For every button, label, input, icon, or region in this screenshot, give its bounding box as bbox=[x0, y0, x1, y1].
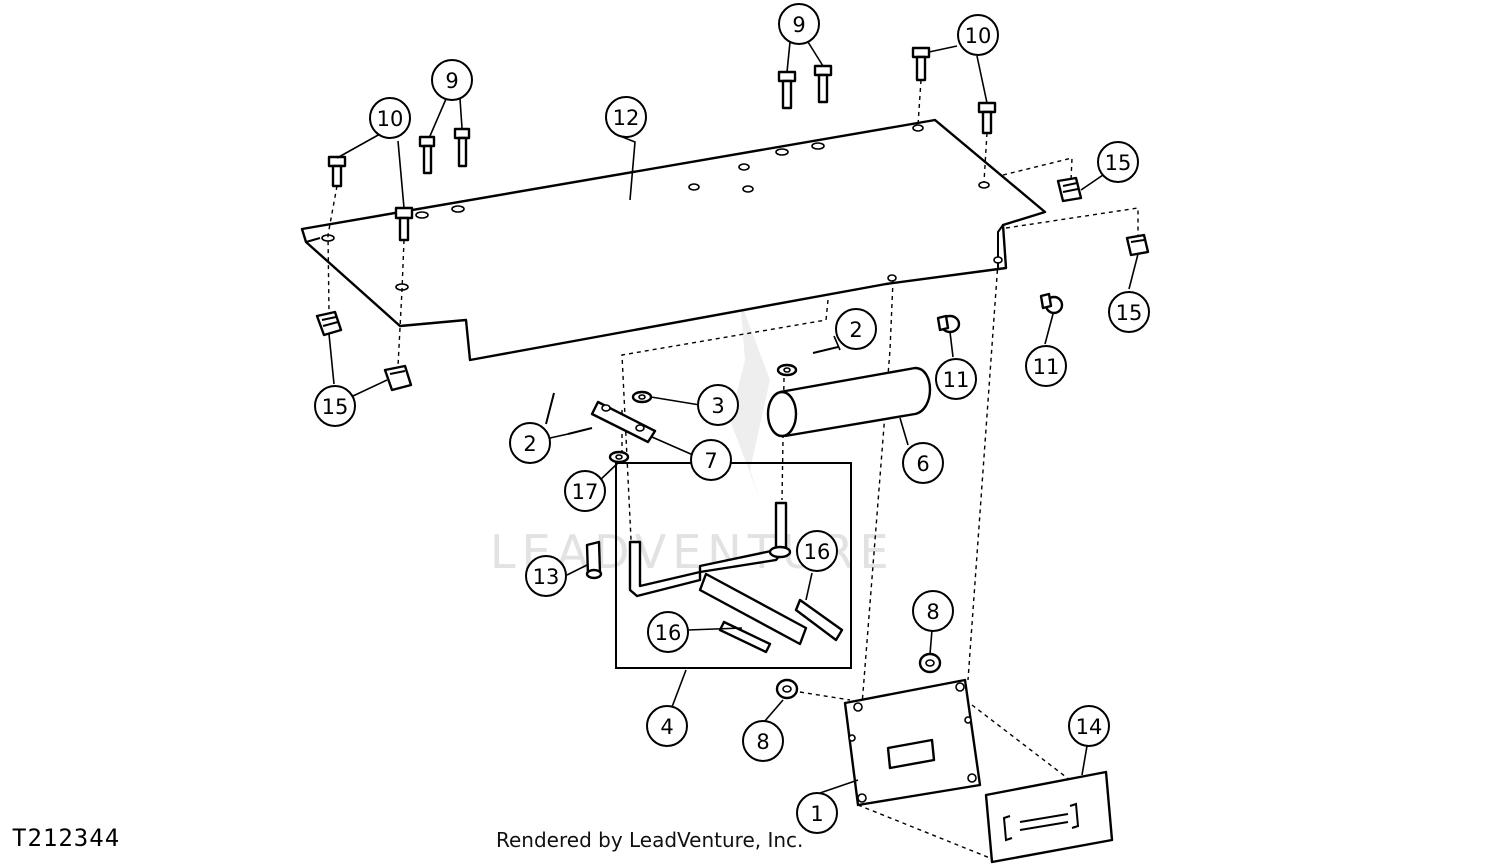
svg-text:12: 12 bbox=[613, 106, 640, 130]
svg-text:6: 6 bbox=[916, 452, 929, 476]
nuts-part-8 bbox=[775, 652, 942, 700]
callout-3: 3 bbox=[697, 384, 739, 426]
svg-text:4: 4 bbox=[660, 715, 673, 739]
svg-text:11: 11 bbox=[1033, 355, 1060, 379]
svg-text:11: 11 bbox=[943, 368, 970, 392]
svg-text:15: 15 bbox=[322, 395, 349, 419]
callout-8: 8 bbox=[742, 720, 784, 762]
svg-text:13: 13 bbox=[533, 565, 560, 589]
callout-16: 16 bbox=[647, 611, 689, 653]
svg-text:3: 3 bbox=[711, 394, 724, 418]
tube-part-6 bbox=[766, 366, 932, 438]
svg-text:2: 2 bbox=[523, 432, 536, 456]
link-part-7 bbox=[590, 400, 657, 444]
callout-6: 6 bbox=[902, 442, 944, 484]
render-credit: Rendered by LeadVenture, Inc. bbox=[496, 828, 804, 852]
clips-part-15 bbox=[315, 176, 1150, 392]
callout-14: 14 bbox=[1068, 705, 1110, 747]
svg-text:10: 10 bbox=[377, 107, 404, 131]
callout-11: 11 bbox=[1025, 345, 1067, 387]
bracket-part-1 bbox=[843, 678, 982, 807]
spacer-part-13 bbox=[585, 540, 603, 580]
svg-text:9: 9 bbox=[792, 13, 805, 37]
callout-17: 17 bbox=[564, 470, 606, 512]
plate-part-12 bbox=[300, 118, 1047, 362]
svg-text:14: 14 bbox=[1076, 715, 1103, 739]
svg-text:16: 16 bbox=[804, 540, 831, 564]
svg-text:15: 15 bbox=[1116, 301, 1143, 325]
lever-assembly-part-4 bbox=[615, 462, 852, 669]
callout-9: 9 bbox=[778, 3, 820, 45]
callout-15: 15 bbox=[314, 385, 356, 427]
callout-2: 2 bbox=[835, 308, 877, 350]
pins-part-2 bbox=[545, 346, 839, 435]
screws-part-11 bbox=[936, 292, 1064, 334]
leader-lines bbox=[328, 41, 1139, 794]
callout-15: 15 bbox=[1097, 141, 1139, 183]
svg-text:16: 16 bbox=[655, 621, 682, 645]
svg-text:10: 10 bbox=[965, 24, 992, 48]
decal-part-14 bbox=[984, 770, 1114, 864]
svg-text:2: 2 bbox=[849, 318, 862, 342]
figure-id: T212344 bbox=[12, 824, 121, 852]
washers-part-3-17 bbox=[608, 363, 798, 464]
svg-text:9: 9 bbox=[445, 69, 458, 93]
callout-4: 4 bbox=[646, 705, 688, 747]
svg-text:1: 1 bbox=[810, 802, 823, 826]
callout-8: 8 bbox=[912, 590, 954, 632]
callout-10: 10 bbox=[957, 14, 999, 56]
svg-text:17: 17 bbox=[572, 480, 599, 504]
svg-text:8: 8 bbox=[926, 600, 939, 624]
callout-10: 10 bbox=[369, 97, 411, 139]
callout-1: 1 bbox=[796, 792, 838, 834]
svg-text:15: 15 bbox=[1105, 151, 1132, 175]
svg-text:8: 8 bbox=[756, 730, 769, 754]
callout-7: 7 bbox=[690, 439, 732, 481]
callout-15: 15 bbox=[1108, 291, 1150, 333]
svg-text:7: 7 bbox=[704, 449, 717, 473]
callout-16: 16 bbox=[796, 530, 838, 572]
callout-11: 11 bbox=[935, 358, 977, 400]
callout-2: 2 bbox=[509, 422, 551, 464]
watermark-logo bbox=[730, 300, 770, 500]
callout-12: 12 bbox=[605, 96, 647, 138]
callout-9: 9 bbox=[431, 59, 473, 101]
bolts-part-9-10 bbox=[327, 46, 997, 242]
callout-13: 13 bbox=[525, 555, 567, 597]
